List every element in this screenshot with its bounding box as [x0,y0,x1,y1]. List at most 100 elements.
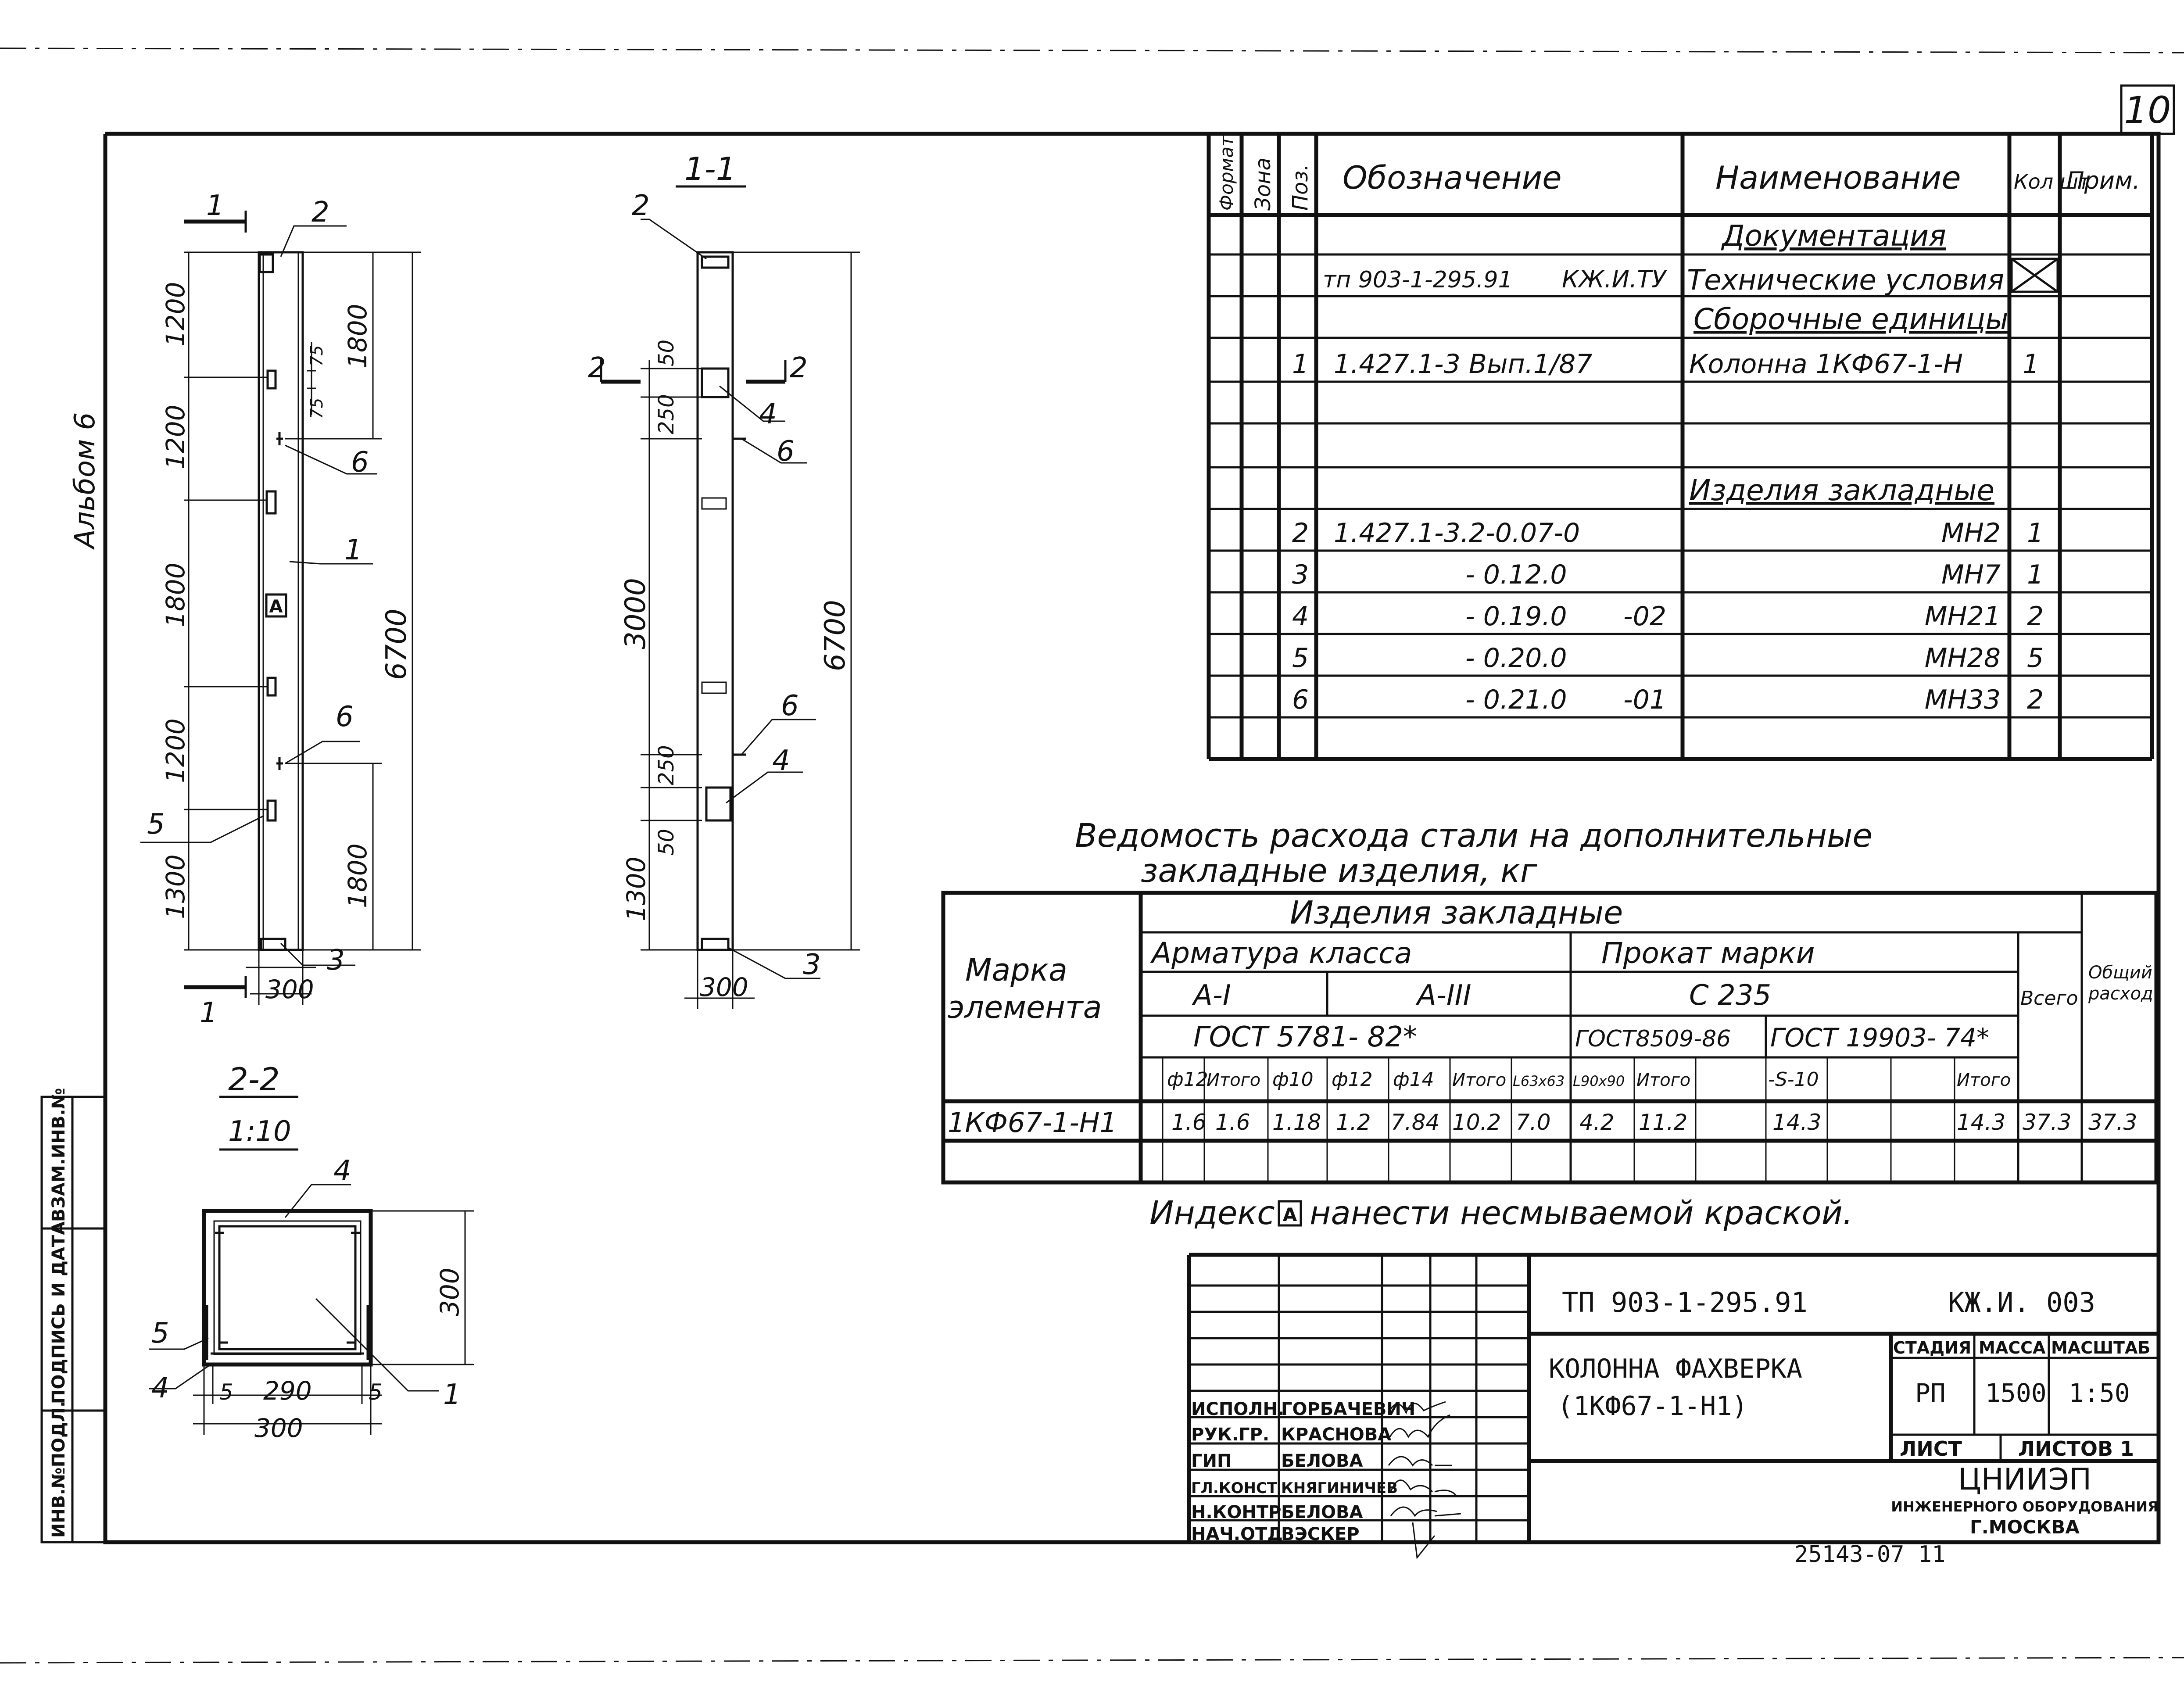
scan-edge-marks [0,47,2184,1664]
steel-val-5: 10.2 [1452,1110,1501,1135]
tb-doc: КЖ.И. 003 [1948,1286,2095,1318]
elev-right-dim-bottom: 1800 [343,843,372,908]
tb-name-1p: КРАСНОВА [1281,1425,1391,1445]
spec-section-docs: Документация [1721,219,1946,253]
steel-gost-rebar: ГОСТ 5781- 82* [1193,1021,1417,1053]
steel-mark-label-l1: Марка [965,952,1067,988]
tb-role-2: ГИП [1191,1451,1232,1471]
tb-name-5p: ВЭСКЕР [1281,1524,1360,1544]
steel-note-mark-box [1278,1200,1302,1227]
steel-val-8: 11.2 [1639,1110,1687,1135]
spec-r4-qty: 2 [2027,601,2044,632]
steel-total-use-l2: расход [2088,984,2153,1004]
tb-name-0: ГОРБАЧЕВИЧ [1281,1399,1415,1419]
spec-r6-qty: 2 [2027,684,2044,715]
tb-role-5: НАЧ.ОТД [1191,1524,1283,1544]
steel-rolled: Прокат марки [1601,936,1815,970]
s11-total: 6700 [819,600,852,671]
spec-r5-qty: 5 [2027,643,2044,673]
steel-col-6: L63х63 [1513,1073,1565,1089]
elev-leader-1: 1 [344,534,362,566]
elev-leader-3: 3 [327,944,345,977]
elev-dim-4: 1200 [161,718,190,783]
steel-col-0: ф12 [1167,1068,1208,1091]
steel-val-10: 14.3 [1772,1110,1821,1135]
tb-org-2: ИНЖЕНЕРНОГО ОБОРУДОВАНИЯ [1891,1498,2158,1515]
spec-r6-name: МН33 [1925,684,2001,715]
spec-r1-designation: 1.427.1-3 Вып.1/87 [1334,349,1592,380]
spec-r4-pos: 4 [1292,601,1309,632]
specification-table: Формат Зона Поз. Обозначение Наименовани… [1207,134,2154,761]
spec-r1-pos: 1 [1292,349,1309,380]
s22-dim-inner: 290 [263,1376,312,1406]
steel-total-use-l1: Общий [2088,963,2152,983]
steel-title-1: Ведомость расхода стали на дополнительны… [1075,817,1873,855]
steel-col-10: -S-10 [1768,1068,1819,1091]
tb-stage-label: СТАДИЯ [1893,1338,1971,1357]
steel-val-total: 37.3 [2023,1110,2071,1135]
s11-dim-6: 1300 [621,856,651,921]
tb-mass-label: МАССА [1979,1338,2046,1357]
elev-small-b: 75 [307,345,326,366]
title-block: ТП 903-1-295.91 КЖ.И. 003 КОЛОННА ФАХВЕР… [1187,1253,2159,1568]
steel-val-2: 1.18 [1272,1110,1321,1135]
spec-r6-pos: 6 [1292,684,1309,715]
sheet-number: 10 [2124,89,2171,132]
steel-note-post: нанести несмываемой краской. [1310,1194,1853,1232]
s11-leader-2: 2 [632,190,650,222]
spec-h-format: Формат [1216,135,1237,211]
s22-leader-5b: 5 [219,1379,233,1405]
stamp-sign: ПОДПИСЬ И ДАТА [49,1221,69,1404]
steel-col-5: Итого [1452,1070,1506,1090]
spec-r3-designation: - 0.12.0 [1465,559,1567,590]
spec-h-note: Прим. [2066,167,2140,194]
s11-dim-3: 3000 [619,578,652,649]
tb-name-3p: КНЯГИНИЧЕВ [1281,1479,1398,1497]
tb-people: ИСПОЛН. ГОРБАЧЕВИЧ РУК.ГР. КРАСНОВА ГИП … [1191,1399,1415,1544]
s22-leader-1: 1 [443,1379,461,1411]
spec-r3-pos: 3 [1292,559,1309,590]
elev-right-dim-top: 1800 [343,304,372,369]
steel-table: Ведомость расхода стали на дополнительны… [941,817,2159,1232]
elev-leader-6a: 6 [351,446,369,479]
steel-row-mark: 1КФ67-1-Н1 [948,1107,1117,1139]
spec-h-designation: Обозначение [1343,159,1562,196]
cut-label-1-bottom: 1 [200,997,218,1029]
steel-col-1: Итого [1207,1070,1260,1090]
section-1-1: 1-1 2 2 50 250 [588,150,860,1009]
cut-label-2-right: 2 [790,352,808,384]
steel-val-0: 1.6 [1171,1110,1207,1135]
spec-h-name: Наименование [1715,159,1961,196]
steel-gost-8509: ГОСТ8509-86 [1575,1026,1731,1052]
tb-code: ТП 903-1-295.91 [1562,1286,1808,1318]
s11-dim-4: 250 [654,745,679,785]
s11-leader-6b: 6 [781,690,799,722]
elev-dim-5: 1300 [161,854,190,919]
tb-scale-label: МАСШТАБ [2051,1338,2150,1357]
steel-title-2: закладные изделия, кг [1141,852,1538,890]
stamp-inv: ИНВ.№ПОДЛ. [49,1401,69,1538]
steel-col-8: Итого [1636,1070,1690,1090]
s22-leader-5a: 5 [151,1317,169,1350]
tb-name-1: КОЛОННА ФАХВЕРКА [1549,1354,1802,1384]
steel-val-7: 4.2 [1579,1110,1615,1135]
steel-group: Изделия закладные [1290,894,1623,931]
tb-name-2p: БЕЛОВА [1281,1451,1363,1471]
elev-width-dim: 300 [265,974,314,1004]
steel-gost-19903: ГОСТ 19903- 74* [1770,1023,1989,1053]
tb-role-1: РУК.ГР. [1191,1425,1269,1445]
s11-dim-1: 50 [654,340,679,366]
s11-dim-5: 50 [654,829,679,856]
steel-a3: А-III [1415,979,1472,1012]
spec-r4-name: МН21 [1925,601,2001,632]
spec-h-pos: Поз. [1288,164,1313,211]
spec-r1-qty: 1 [2023,349,2039,380]
cut-label-2-left: 2 [588,352,606,384]
elev-dim-2: 1200 [161,405,190,469]
section-2-2: 2-2 1:10 4 5 4 5 290 5 [149,1061,474,1443]
column-elevation: A 1 1 1200 1200 1800 1200 1300 [140,190,421,1029]
tb-role-4: Н.КОНТР [1191,1502,1281,1522]
spec-r6-designation: - 0.21.0 [1465,684,1567,715]
steel-val-1: 1.6 [1215,1110,1250,1135]
tb-footer: 25143-07 11 [1794,1541,1945,1568]
